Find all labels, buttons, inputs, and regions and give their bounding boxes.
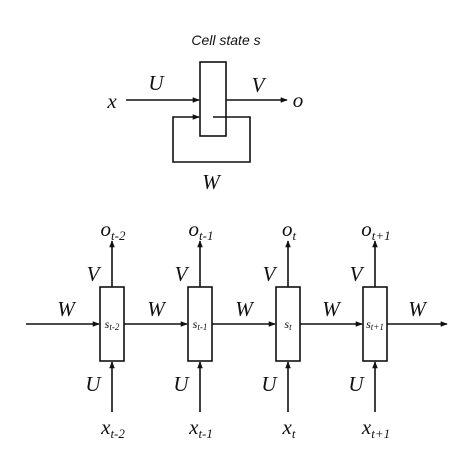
weight-v-label: V	[87, 262, 102, 286]
folded-rnn: Cell state s x U V o W	[106, 32, 303, 194]
weight-w-label: W	[202, 170, 222, 194]
input-label: xt+1	[361, 415, 390, 441]
output-label: ot-1	[189, 217, 214, 243]
weight-v-label: V	[350, 262, 365, 286]
weight-u-label: U	[148, 71, 165, 95]
cell-box	[187, 286, 213, 362]
weight-u-label: U	[261, 372, 278, 396]
input-x-label: x	[106, 89, 117, 113]
recurrent-loop-arrow	[172, 114, 251, 163]
unrolled-rnn: st-2 ot-2 xt-2 V U st-1 ot-1 xt-1 V U	[26, 217, 448, 441]
weight-w-label: W	[57, 297, 77, 321]
input-label: xt-2	[100, 415, 125, 441]
cell-box	[362, 286, 388, 362]
cell-box	[99, 286, 125, 362]
input-label: xt-1	[188, 415, 213, 441]
cell-state-title: Cell state s	[191, 32, 260, 48]
cell-state-label: st-1	[193, 317, 208, 332]
cell-state-label: st	[284, 317, 292, 332]
cell-unit: st ot xt V U	[261, 217, 301, 441]
weight-v-label: V	[263, 262, 278, 286]
cell-unit: st-2 ot-2 xt-2 V U	[85, 217, 126, 441]
cell-state-label: st+1	[366, 317, 384, 332]
weight-w-label: W	[408, 297, 428, 321]
weight-v-label: V	[252, 73, 267, 97]
cell-state-label: st-2	[105, 317, 120, 332]
cell-box	[199, 61, 227, 137]
unrolled-cells: st-2 ot-2 xt-2 V U st-1 ot-1 xt-1 V U	[85, 217, 390, 441]
weight-u-label: U	[173, 372, 190, 396]
cell-unit: st-1 ot-1 xt-1 V U	[173, 217, 213, 441]
input-label: xt	[282, 415, 296, 441]
weight-u-label: U	[348, 372, 365, 396]
weight-w-label: W	[322, 297, 342, 321]
output-label: ot	[282, 217, 297, 243]
weight-w-labels: W W W W W	[57, 297, 428, 321]
cell-box	[275, 286, 301, 362]
weight-w-label: W	[147, 297, 167, 321]
output-o-label: o	[293, 88, 304, 112]
cell-unit: st+1 ot+1 xt+1 V U	[348, 217, 390, 441]
weight-w-label: W	[235, 297, 255, 321]
output-label: ot+1	[361, 217, 390, 243]
weight-v-label: V	[175, 262, 190, 286]
weight-u-label: U	[85, 372, 102, 396]
output-label: ot-2	[101, 217, 126, 243]
